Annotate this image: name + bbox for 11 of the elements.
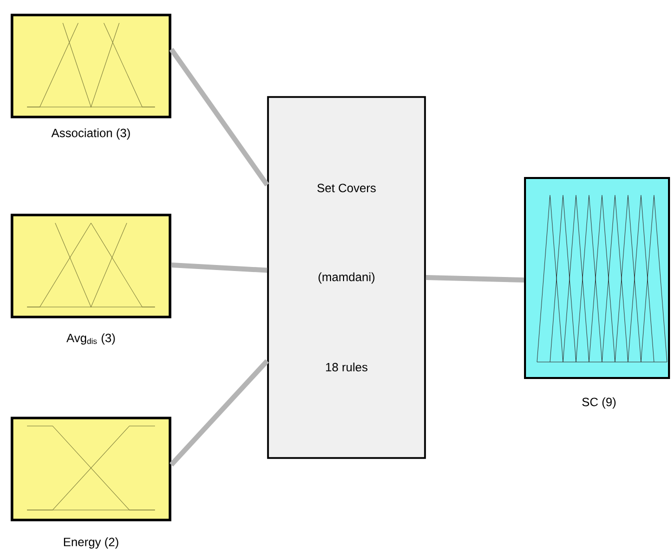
variable-label: Association (3) — [51, 128, 130, 140]
box-text: 18 rules — [326, 362, 368, 372]
variable-label: SC (9) — [582, 397, 616, 409]
variable-label: Energy (2) — [64, 537, 118, 549]
connector-line — [169, 48, 270, 186]
box-text: (mamdani) — [318, 272, 374, 284]
variable-label: Avg$_{dis}$ (3) — [66, 333, 115, 345]
connector-line — [426, 275, 524, 283]
connector-line — [169, 359, 269, 467]
box-text: Set Covers — [317, 184, 376, 192]
connector-line — [171, 262, 268, 273]
